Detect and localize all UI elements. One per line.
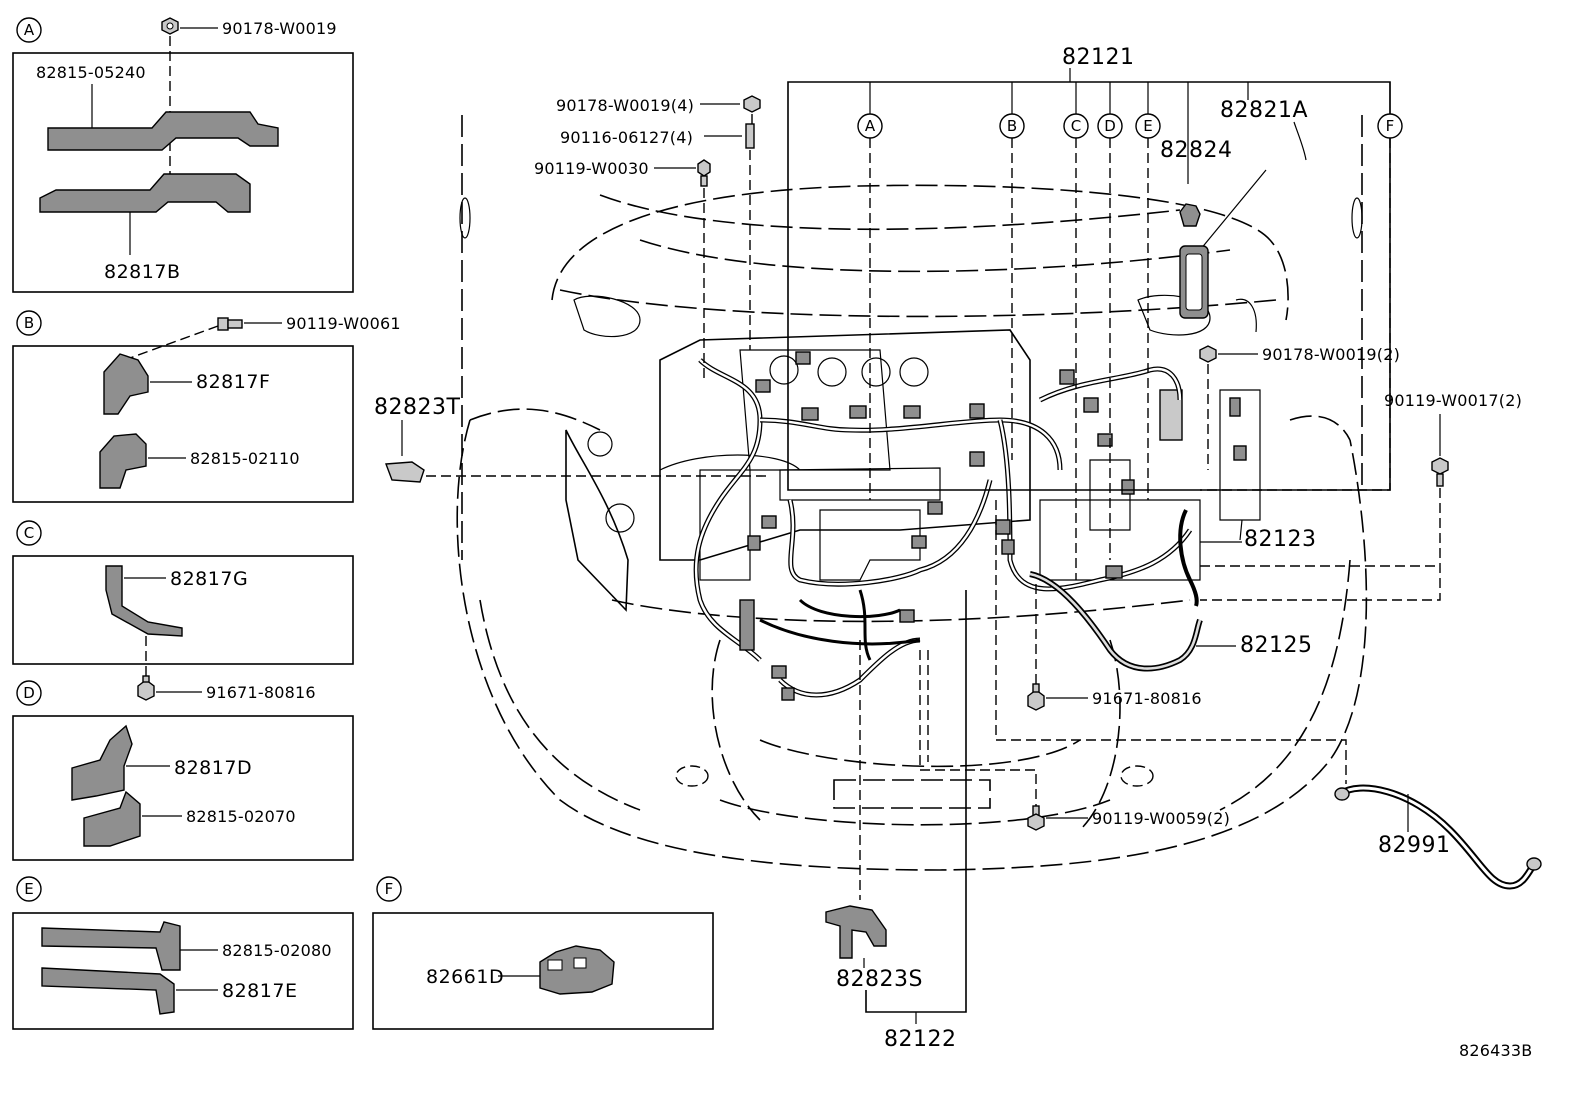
part-label-82991: 82991 (1378, 833, 1451, 858)
nut-icon (1199, 345, 1217, 363)
protector-icon (41, 921, 181, 971)
bolt-icon (217, 317, 243, 331)
bracket-icon (39, 173, 251, 213)
part-label-90116-06127-4: 90116-06127(4) (560, 128, 693, 147)
main-callout-f-letter: F (1386, 117, 1395, 135)
inset-e: E 82815-02080 82817E (12, 876, 354, 1030)
inset-a: A 90178-W0019 82815-05240 82817B (12, 17, 354, 293)
inset-f-frame (372, 912, 714, 1030)
part-label-82817g: 82817G (170, 568, 248, 590)
callout-a-letter: A (24, 21, 35, 39)
harness-icon (1334, 784, 1542, 890)
connector-icon (739, 351, 1247, 701)
inset-a-frame (12, 52, 354, 293)
inset-c: C 82817G 91671-80816 (12, 520, 354, 702)
bracket-icon (825, 905, 887, 959)
part-label-82817d: 82817D (174, 757, 252, 779)
bolt-icon (1027, 805, 1045, 831)
inset-b: B 90119-W0061 82817F 82815-02110 (12, 310, 401, 503)
callout-marker-b (16, 310, 42, 336)
callout-marker-a (16, 17, 42, 43)
bracket-icon (41, 967, 175, 1015)
clip-icon (385, 461, 425, 483)
diagram-id: 826433B (1459, 1041, 1532, 1060)
callout-marker-d (16, 680, 42, 706)
bolt-icon (1027, 683, 1045, 711)
bolt-icon (697, 159, 711, 187)
part-label-90178-w0019: 90178-W0019 (222, 19, 337, 38)
part-label-82817f: 82817F (196, 371, 270, 393)
callout-e-letter: E (24, 880, 33, 898)
part-label-90119-w0030: 90119-W0030 (534, 159, 649, 178)
part-label-90178-w0019-4: 90178-W0019(4) (556, 96, 694, 115)
main-callout-a-letter: A (865, 117, 876, 135)
inset-e-frame (12, 912, 354, 1030)
inset-c-frame (12, 555, 354, 665)
part-label-91671-80816-inset: 91671-80816 (206, 683, 316, 702)
callout-b-letter: B (24, 314, 34, 332)
connector-icon (539, 945, 615, 995)
main-callout-d-letter: D (1104, 117, 1116, 135)
part-label-82815-02080: 82815-02080 (222, 941, 332, 960)
part-label-90178-w0019-2: 90178-W0019(2) (1262, 345, 1400, 364)
inset-d: D 82817D 82815-02070 (12, 680, 354, 861)
part-label-82661d: 82661D (426, 966, 504, 988)
inset-d-frame (12, 715, 354, 861)
part-label-82815-02110: 82815-02110 (190, 449, 300, 468)
harness-icon (693, 358, 1193, 698)
part-label-82815-05240: 82815-05240 (36, 63, 146, 82)
part-label-82817e: 82817E (222, 980, 297, 1002)
part-label-82121: 82121 (1062, 45, 1135, 70)
protector-icon (99, 433, 147, 489)
part-label-82815-02070: 82815-02070 (186, 807, 296, 826)
main-callout-c-letter: C (1071, 117, 1081, 135)
part-label-82823t: 82823T (374, 395, 460, 420)
nut-icon (161, 17, 179, 35)
main-callout-e-letter: E (1143, 117, 1152, 135)
protector-icon (47, 111, 279, 151)
part-label-90119-w0059-2: 90119-W0059(2) (1092, 809, 1230, 828)
bracket-icon (105, 565, 183, 637)
protector-icon (1179, 245, 1209, 319)
callout-marker-e (16, 876, 42, 902)
part-label-82122: 82122 (884, 1027, 957, 1052)
nut-icon (743, 95, 761, 113)
main-callout-b-letter: B (1007, 117, 1017, 135)
inset-b-frame (12, 345, 354, 503)
inset-f: F 82661D (372, 876, 714, 1030)
callout-d-letter: D (23, 684, 35, 702)
bolt-icon (137, 675, 155, 701)
part-label-90119-w0017-2: 90119-W0017(2) (1384, 391, 1522, 410)
bracket-icon (103, 353, 149, 415)
part-label-82823s: 82823S (836, 967, 923, 992)
callout-marker-c (16, 520, 42, 546)
protector-icon (83, 790, 141, 847)
part-label-82123: 82123 (1244, 527, 1317, 552)
part-label-82125: 82125 (1240, 633, 1313, 658)
part-label-91671-80816-main: 91671-80816 (1092, 689, 1202, 708)
callout-c-letter: C (24, 524, 34, 542)
stud-icon (745, 123, 755, 149)
clip-icon (1179, 203, 1201, 227)
part-label-82817b: 82817B (104, 261, 180, 283)
bolt-icon (1431, 457, 1449, 487)
part-label-82821a: 82821A (1220, 98, 1308, 123)
bracket-icon (71, 724, 133, 801)
engine-bay-view: 82121 A B C D E F 90178-W0019(4) (374, 45, 1542, 1052)
callout-f-letter: F (385, 880, 394, 898)
part-label-90119-w0061: 90119-W0061 (286, 314, 401, 333)
callout-marker-f (376, 876, 402, 902)
part-label-82824: 82824 (1160, 138, 1233, 163)
